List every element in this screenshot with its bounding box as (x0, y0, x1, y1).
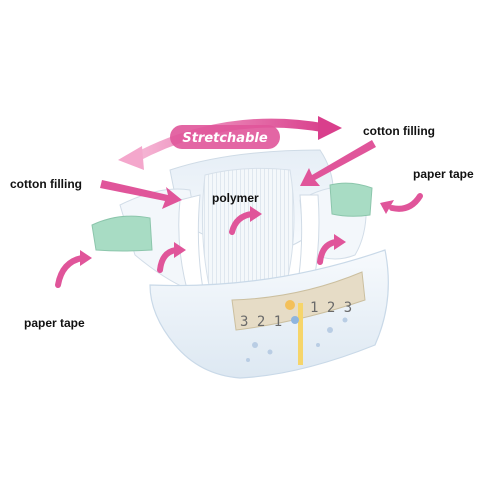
arrow-paper-tape-left (55, 255, 85, 288)
arrow-right-cuff (317, 239, 339, 265)
size-indicator-panel (231, 271, 366, 331)
label-cotton-filling-left: cotton filling (10, 177, 82, 191)
paper-tape-left-shape (91, 215, 153, 252)
arrow-cotton-filling-right (300, 140, 376, 186)
label-polymer: polymer (212, 191, 259, 205)
diaper-product-image (91, 149, 389, 379)
label-paper-tape-left: paper tape (24, 316, 85, 330)
paper-tape-right-shape (329, 182, 373, 217)
straight-arrow-icon (100, 140, 376, 209)
arrow-left-cuff (157, 247, 179, 273)
size-marks-right: 1 2 3 (310, 300, 352, 316)
arrow-polymer (229, 211, 255, 235)
toy-print-icon (285, 300, 299, 324)
polymer-core (201, 167, 295, 293)
print-decoration (246, 317, 348, 362)
arrow-paper-tape-right (389, 193, 423, 212)
arrow-cotton-filling-left (100, 180, 182, 209)
wetness-indicator (298, 303, 303, 365)
stretchable-label: Stretchable (182, 131, 268, 146)
size-marks-left: 3 2 1 (240, 314, 282, 330)
curved-arrow-heads (80, 200, 394, 266)
stretchable-badge (170, 125, 280, 149)
label-paper-tape-right: paper tape (413, 167, 474, 181)
curved-arrow-icon (55, 193, 423, 288)
label-cotton-filling-right: cotton filling (363, 124, 435, 138)
